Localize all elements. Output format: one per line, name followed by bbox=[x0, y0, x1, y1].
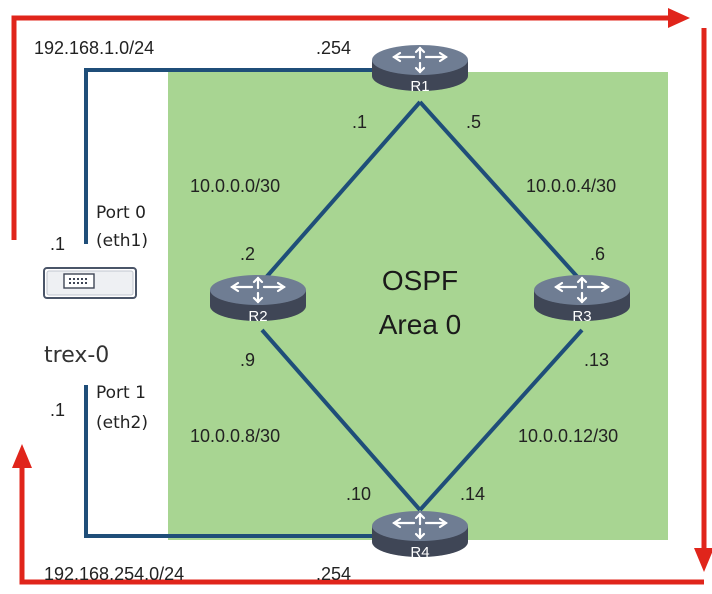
network-label-r1-r2: 10.0.0.0/30 bbox=[190, 176, 280, 196]
addr-r1-to-r2: .1 bbox=[352, 112, 367, 132]
link-r2-r4 bbox=[260, 328, 422, 512]
router-label-r3: R3 bbox=[572, 308, 591, 325]
addr-r3-to-r4: .13 bbox=[584, 350, 609, 370]
router-r3[interactable]: R3 bbox=[532, 273, 632, 325]
network-label-r2-r4: 10.0.0.8/30 bbox=[190, 426, 280, 446]
addr-r2-to-r1: .2 bbox=[240, 244, 255, 264]
router-r2[interactable]: R2 bbox=[208, 273, 308, 325]
addr-trex-port1: .1 bbox=[50, 400, 65, 420]
addr-r4-lan: .254 bbox=[316, 564, 351, 584]
addr-r3-to-r1: .6 bbox=[590, 244, 605, 264]
router-label-r1: R1 bbox=[410, 78, 429, 95]
addr-r2-to-r4: .9 bbox=[240, 350, 255, 370]
traffic-arrowhead-right bbox=[694, 548, 712, 572]
area-title-line1: OSPF bbox=[382, 265, 458, 296]
trex-name: trex-0 bbox=[44, 343, 109, 368]
router-label-r4: R4 bbox=[410, 544, 429, 561]
traffic-arrow-top bbox=[11, 15, 668, 240]
link-r1-r3 bbox=[418, 100, 584, 284]
network-label-bottom-lan: 192.168.254.0/24 bbox=[44, 564, 184, 584]
traffic-generator-icon bbox=[43, 267, 137, 299]
addr-r4-to-r3: .14 bbox=[460, 484, 485, 504]
trex-port0-iface: (eth1) bbox=[96, 231, 148, 251]
addr-r1-to-r3: .5 bbox=[466, 112, 481, 132]
network-label-r3-r4: 10.0.0.12/30 bbox=[518, 426, 618, 446]
router-r4[interactable]: R4 bbox=[370, 509, 470, 561]
link-r3-r4 bbox=[418, 328, 584, 512]
addr-trex-port0: .1 bbox=[50, 234, 65, 254]
network-label-top-lan: 192.168.1.0/24 bbox=[34, 38, 154, 58]
link-trex-r4 bbox=[84, 385, 372, 538]
traffic-arrow-bottom bbox=[19, 468, 704, 585]
trex-port0-label: Port 0 bbox=[96, 203, 146, 223]
trex-port1-iface: (eth2) bbox=[96, 413, 148, 433]
addr-r4-to-r2: .10 bbox=[346, 484, 371, 504]
area-title-line2: Area 0 bbox=[379, 309, 462, 340]
router-r1[interactable]: R1 bbox=[370, 43, 470, 95]
addr-r1-lan: .254 bbox=[316, 38, 351, 58]
router-label-r2: R2 bbox=[248, 308, 267, 325]
traffic-path bbox=[11, 8, 712, 585]
traffic-arrowhead-bottom bbox=[12, 444, 32, 468]
link-r1-r2 bbox=[260, 100, 422, 284]
traffic-arrowhead-top bbox=[668, 8, 690, 28]
network-label-r1-r3: 10.0.0.4/30 bbox=[526, 176, 616, 196]
link-trex-r1 bbox=[84, 68, 372, 244]
trex-port1-label: Port 1 bbox=[96, 383, 146, 403]
